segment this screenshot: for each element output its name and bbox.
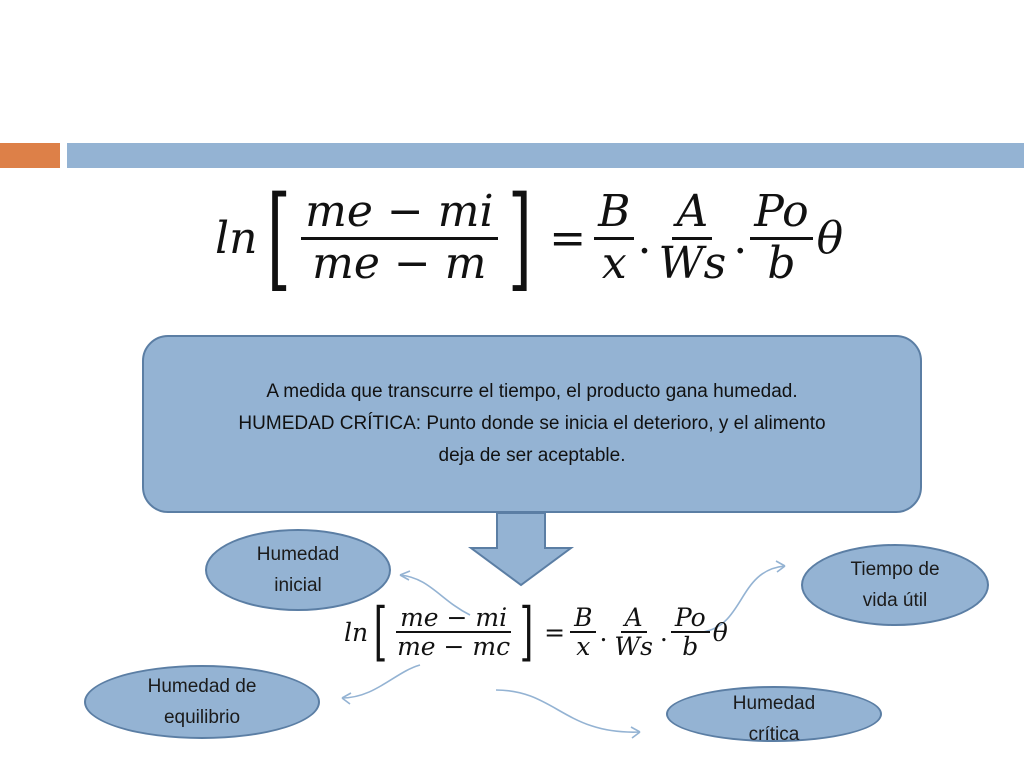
ellipse-label-line: Humedad <box>732 693 816 714</box>
theta-symbol: θ <box>712 617 728 647</box>
lhs-fraction: me − mi me − mc <box>393 603 514 661</box>
arrow-to-humedad-critica <box>495 689 641 733</box>
ellipse-label-line: Tiempo de <box>850 559 940 580</box>
ellipse-label-line: inicial <box>274 575 322 596</box>
callout-line-2: HUMEDAD CRÍTICA: Punto donde se inicia e… <box>238 413 826 434</box>
humedad-critica-callout: A medida que transcurre el tiempo, el pr… <box>142 335 922 513</box>
left-bracket: [ <box>267 173 292 303</box>
ln-symbol: ln <box>215 212 258 264</box>
callout-line-1: A medida que transcurre el tiempo, el pr… <box>266 381 798 402</box>
ellipse-label-line: Humedad <box>256 544 340 565</box>
right-bracket: ] <box>519 595 534 669</box>
right-bracket: ] <box>507 173 532 303</box>
accent-bar-blue <box>67 143 1024 168</box>
denominator-ws: Ws <box>614 632 653 661</box>
tiempo-vida-util-ellipse: Tiempo de vida útil <box>801 544 989 626</box>
lhs-numerator: me − mi <box>396 603 512 633</box>
ellipse-label-line: Humedad de <box>147 676 257 697</box>
equals-sign: = <box>549 212 587 264</box>
fraction-b-x: B x <box>570 603 597 661</box>
multiply-dot: . <box>599 617 608 647</box>
numerator-b: B <box>594 187 635 240</box>
denominator-x: x <box>601 237 627 289</box>
numerator-po: Po <box>750 187 813 240</box>
fraction-b-x: B x <box>594 187 635 289</box>
accent-bar-orange <box>0 143 60 168</box>
down-arrow <box>467 512 575 587</box>
callout-line-3: deja de ser aceptable. <box>438 445 626 466</box>
equals-sign: = <box>544 617 566 647</box>
humedad-critica-ellipse: Humedad crítica <box>666 686 882 745</box>
ln-symbol: ln <box>344 617 369 647</box>
numerator-a: A <box>672 187 713 240</box>
ellipse-label-line: crítica <box>748 724 800 745</box>
arrow-to-humedad-equilibrio <box>341 664 421 699</box>
left-bracket: [ <box>373 595 388 669</box>
arrow-to-tiempo-vida-util <box>702 565 786 633</box>
multiply-dot: . <box>733 212 748 264</box>
lhs-denominator: me − m <box>312 237 487 289</box>
fraction-a-ws: A Ws <box>654 187 730 289</box>
secondary-equation: ln [ me − mi me − mc ] = B x . A Ws . Po… <box>344 600 728 664</box>
arrow-to-humedad-inicial <box>399 574 471 616</box>
denominator-b: b <box>682 632 699 661</box>
lhs-numerator: me − mi <box>301 187 498 240</box>
ellipse-label-line: vida útil <box>862 590 928 611</box>
denominator-ws: Ws <box>658 237 727 289</box>
main-equation: ln [ me − mi me − m ] = B x . A Ws . Po … <box>215 182 843 294</box>
lhs-fraction: me − mi me − m <box>301 187 498 289</box>
fraction-po-b: Po b <box>670 603 710 661</box>
ellipse-label-line: equilibrio <box>163 707 241 728</box>
multiply-dot: . <box>637 212 652 264</box>
numerator-b: B <box>570 603 597 633</box>
fraction-po-b: Po b <box>750 187 813 289</box>
humedad-inicial-ellipse: Humedad inicial <box>205 529 391 611</box>
theta-symbol: θ <box>816 212 844 264</box>
numerator-a: A <box>620 603 647 633</box>
humedad-equilibrio-ellipse: Humedad de equilibrio <box>84 665 320 739</box>
denominator-x: x <box>576 632 591 661</box>
multiply-dot: . <box>659 617 668 647</box>
numerator-po: Po <box>670 603 710 633</box>
lhs-denominator: me − mc <box>397 632 511 661</box>
fraction-a-ws: A Ws <box>610 603 657 661</box>
denominator-b: b <box>767 237 796 289</box>
